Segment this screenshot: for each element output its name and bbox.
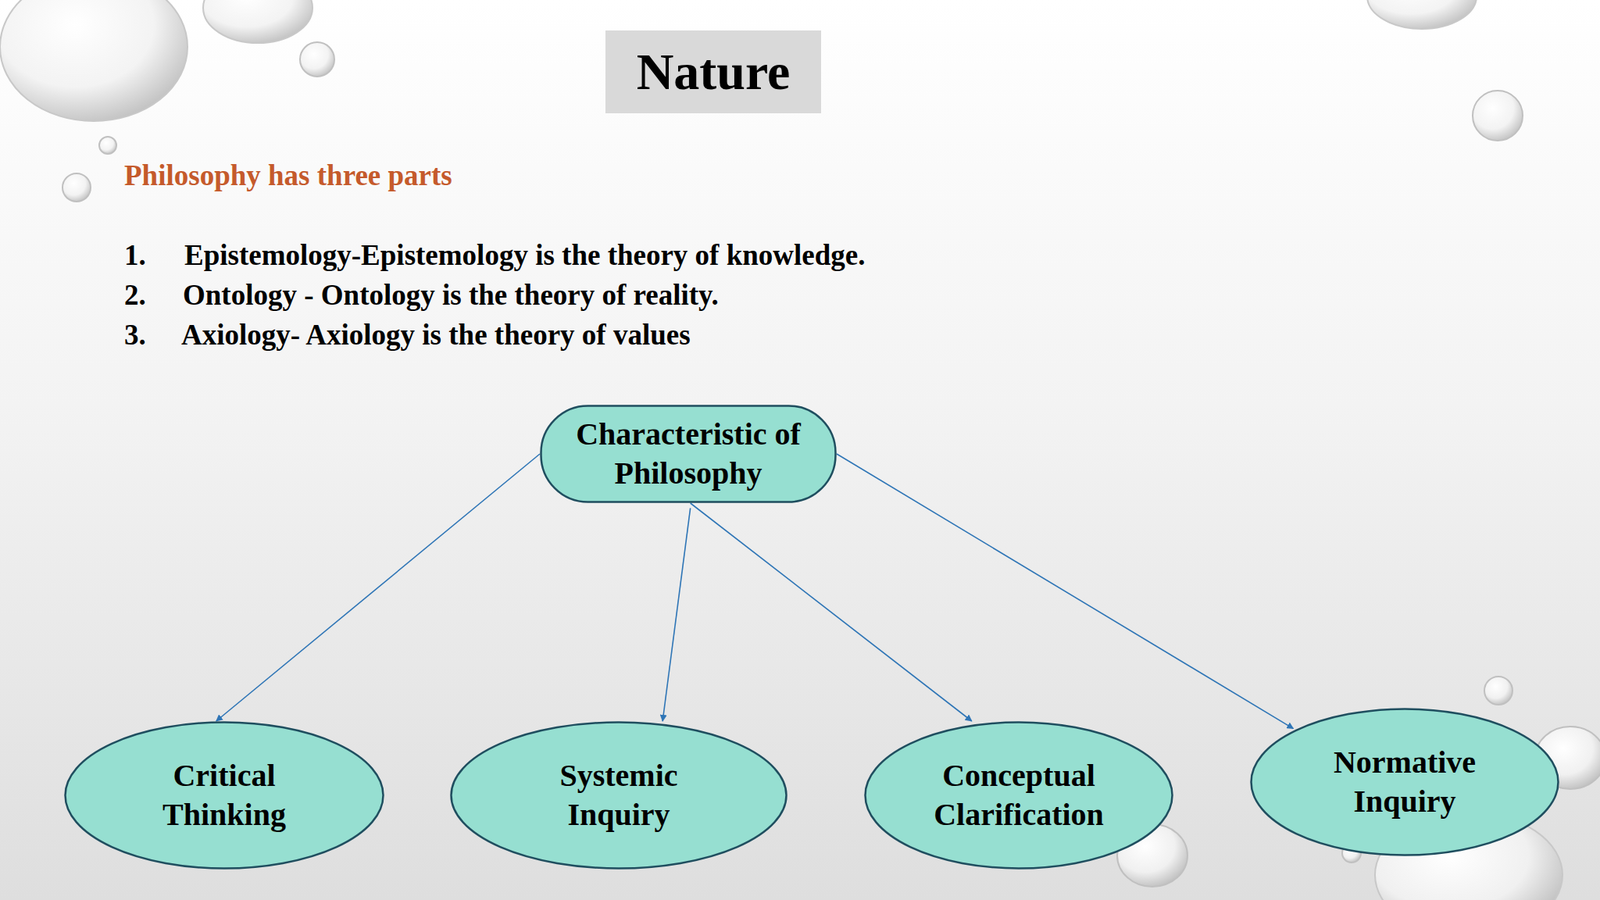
list-number: 1. — [124, 238, 147, 273]
ellipse-outline — [64, 721, 385, 870]
arrow-connector — [216, 453, 540, 722]
shape-fill — [865, 722, 1173, 869]
slide-title: Nature — [605, 30, 822, 114]
arrow-connector — [690, 503, 972, 722]
ellipse-node: Normative Inquiry — [1250, 707, 1560, 857]
list-item: Epistemology-Epistemology is the theory … — [184, 238, 866, 273]
node-text: Conceptual Clarification — [901, 756, 1136, 835]
shape-fill — [451, 722, 787, 869]
node-text: Characteristic of Philosophy — [547, 414, 829, 493]
ellipse-node: Systemic Inquiry — [450, 721, 788, 870]
arrow-connector — [836, 453, 1293, 729]
ellipse-node: Conceptual Clarification — [864, 721, 1174, 870]
rounded-box: Characteristic of Philosophy — [539, 404, 837, 504]
shape-fill — [65, 722, 384, 869]
shape-fill — [1251, 709, 1559, 856]
list-item: Axiology- Axiology is the theory of valu… — [181, 317, 691, 353]
ellipse-outline — [450, 721, 788, 870]
list-number: 3. — [124, 317, 147, 353]
list-number: 2. — [124, 278, 147, 313]
ellipse-outline — [864, 721, 1174, 870]
node-text: Critical Thinking — [122, 756, 326, 835]
arrow-connector — [662, 507, 691, 722]
shape-fill — [541, 406, 836, 503]
list-item: Ontology - Ontology is the theory of rea… — [182, 278, 719, 313]
ellipse-node: Critical Thinking — [64, 721, 385, 870]
section-heading: Philosophy has three parts — [124, 158, 453, 193]
node-text: Systemic Inquiry — [517, 756, 721, 835]
ellipse-outline — [1250, 707, 1560, 857]
node-text: Normative Inquiry — [1303, 742, 1507, 822]
